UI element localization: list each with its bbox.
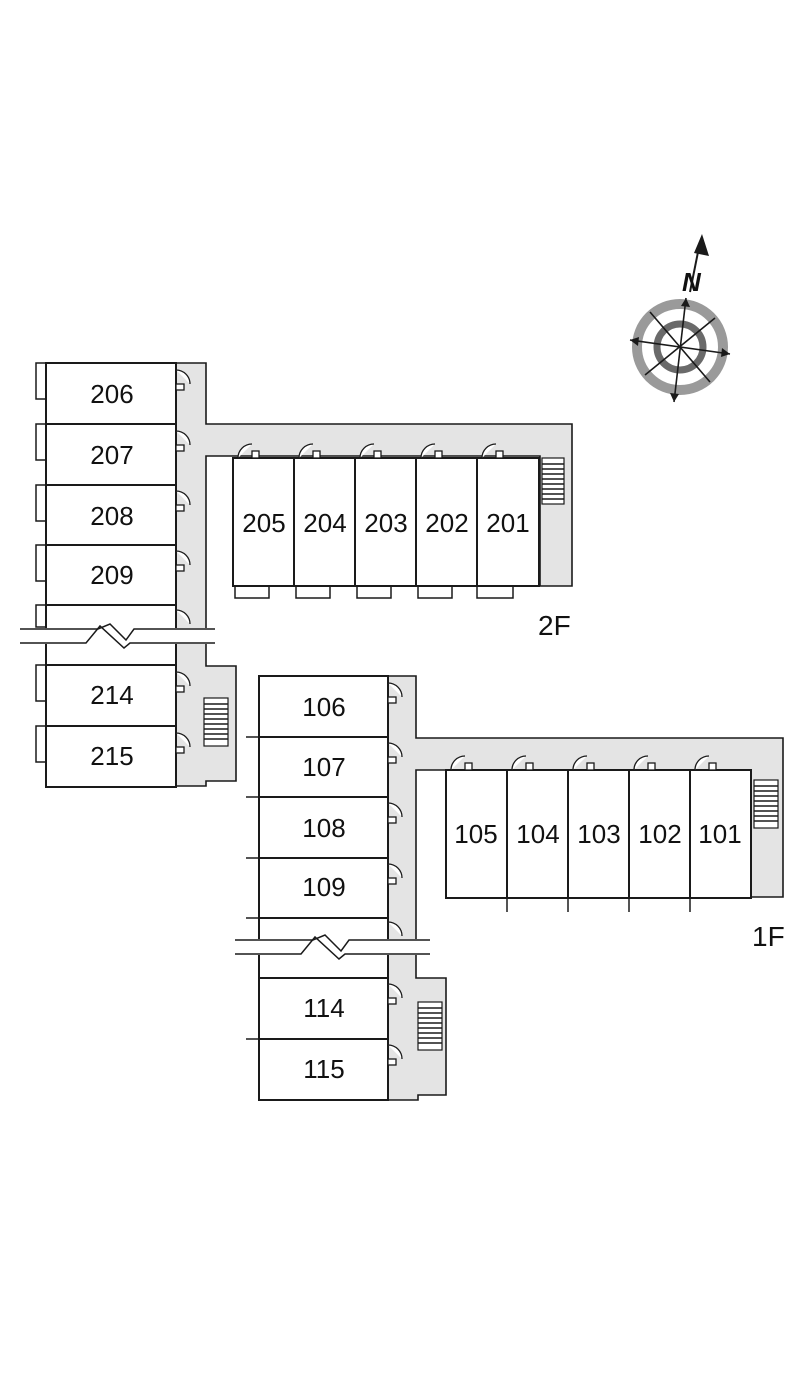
unit-108: 108 xyxy=(246,796,389,859)
unit-207: 207 xyxy=(35,423,177,486)
door-icon xyxy=(387,682,403,1066)
compass-icon: N xyxy=(629,234,731,403)
unit-203: 203 xyxy=(354,457,417,599)
unit-209: 209 xyxy=(35,544,177,606)
door-icon xyxy=(175,369,191,754)
svg-text:109: 109 xyxy=(302,872,345,902)
svg-text:205: 205 xyxy=(242,508,285,538)
north-label: N xyxy=(682,267,702,297)
svg-text:208: 208 xyxy=(90,501,133,531)
svg-text:214: 214 xyxy=(90,680,133,710)
unit-215: 215 xyxy=(35,725,177,788)
door-icon xyxy=(237,443,504,459)
unit-101: 101 xyxy=(689,769,752,899)
svg-text:103: 103 xyxy=(577,819,620,849)
floor-label-1f: 1F xyxy=(752,921,785,952)
svg-text:114: 114 xyxy=(303,993,344,1023)
first-floor-plan: 106 107 108 109 114 115 xyxy=(235,675,785,1101)
door-icon xyxy=(450,755,717,771)
svg-text:201: 201 xyxy=(486,508,529,538)
svg-text:106: 106 xyxy=(302,692,345,722)
stairs-icon xyxy=(541,457,565,505)
break-line-icon xyxy=(235,934,430,960)
unit-105: 105 xyxy=(445,769,508,912)
unit-202: 202 xyxy=(415,457,478,599)
unit-208: 208 xyxy=(35,484,177,546)
svg-text:203: 203 xyxy=(364,508,407,538)
stairs-icon xyxy=(753,779,779,829)
svg-text:102: 102 xyxy=(638,819,681,849)
unit-102: 102 xyxy=(628,769,691,912)
stairs-icon xyxy=(203,697,229,747)
svg-text:207: 207 xyxy=(90,440,133,470)
svg-text:209: 209 xyxy=(90,560,133,590)
unit-106: 106 xyxy=(246,675,389,738)
second-floor-plan: 206 207 208 209 214 xyxy=(20,362,573,788)
svg-text:104: 104 xyxy=(516,819,559,849)
unit-104: 104 xyxy=(506,769,569,912)
svg-text:115: 115 xyxy=(303,1054,344,1084)
break-line-icon xyxy=(20,623,215,649)
stairs-icon xyxy=(417,1001,443,1051)
unit-206: 206 xyxy=(35,362,177,425)
unit-205: 205 xyxy=(232,457,295,599)
svg-text:204: 204 xyxy=(303,508,346,538)
svg-text:101: 101 xyxy=(698,819,741,849)
unit-204: 204 xyxy=(293,457,356,599)
north-arrow-icon xyxy=(694,234,709,256)
svg-text:107: 107 xyxy=(302,752,345,782)
svg-text:108: 108 xyxy=(302,813,345,843)
unit-115: 115 xyxy=(258,1038,389,1101)
unit-201: 201 xyxy=(476,457,540,599)
unit-109: 109 xyxy=(246,857,389,919)
unit-214: 214 xyxy=(35,664,177,727)
svg-text:206: 206 xyxy=(90,379,133,409)
floor-label-2f: 2F xyxy=(538,610,571,641)
svg-text:215: 215 xyxy=(90,741,133,771)
corridor-1f xyxy=(387,675,784,1101)
svg-text:105: 105 xyxy=(454,819,497,849)
unit-114: 114 xyxy=(246,977,389,1040)
svg-text:202: 202 xyxy=(425,508,468,538)
unit-107: 107 xyxy=(246,736,389,798)
unit-103: 103 xyxy=(567,769,630,912)
